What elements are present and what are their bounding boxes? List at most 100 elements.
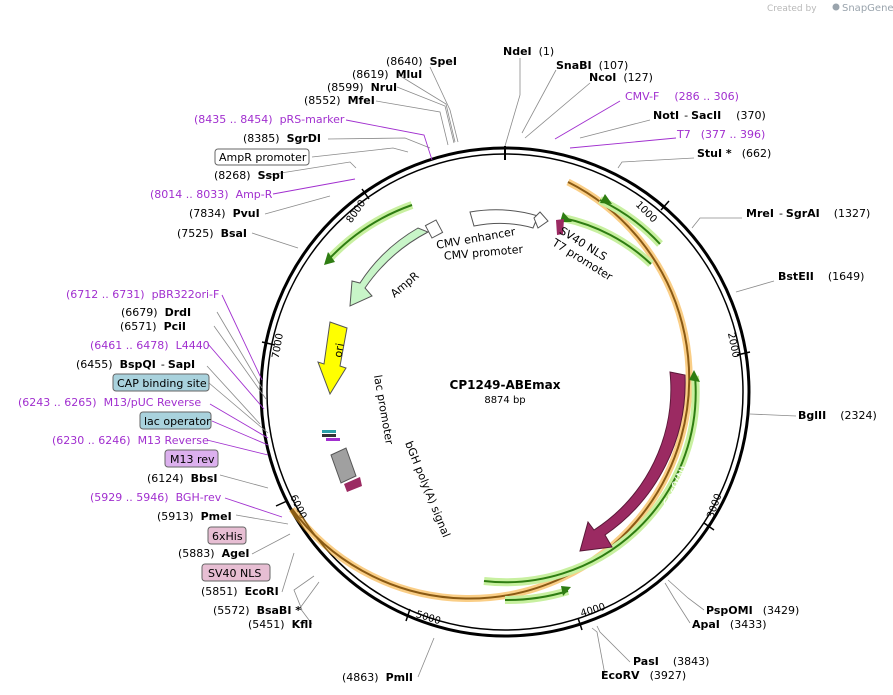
site-mlui[interactable]: (8619)MluI bbox=[352, 68, 422, 81]
svg-text:(8599)NruI: (8599)NruI bbox=[327, 81, 397, 94]
svg-text:(5913)PmeI: (5913)PmeI bbox=[157, 510, 232, 523]
site-kfli[interactable]: (5451)KflI bbox=[248, 618, 312, 631]
cmv-region bbox=[469, 209, 549, 229]
site-nrui[interactable]: (8599)NruI bbox=[327, 81, 397, 94]
label-lac-promoter: lac promoter bbox=[371, 374, 396, 446]
svg-text:(6230 .. 6246)M13 Reverse: (6230 .. 6246)M13 Reverse bbox=[52, 434, 209, 447]
site-bspqi-sapi[interactable]: (6455)BspQI-SapI bbox=[76, 358, 195, 371]
svg-text:MreI-SgrAI(1327): MreI-SgrAI(1327) bbox=[746, 207, 870, 220]
site-bsabi[interactable]: (5572)BsaBI * bbox=[213, 604, 301, 617]
site-pasi[interactable]: PasI(3843) bbox=[633, 655, 709, 668]
site-bglii[interactable]: BglII(2324) bbox=[798, 409, 877, 422]
site-pspomi[interactable]: PspOMI(3429) bbox=[706, 604, 799, 617]
svg-text:(8268)SspI: (8268)SspI bbox=[214, 169, 284, 182]
site-ecori[interactable]: (5851)EcoRI bbox=[201, 585, 279, 598]
snapgene-logo-icon bbox=[832, 3, 840, 11]
site-sgrdi[interactable]: (8385)SgrDI bbox=[243, 132, 321, 145]
box-lac-operator[interactable] bbox=[139, 411, 212, 430]
site-stui[interactable]: StuI *(662) bbox=[697, 147, 771, 160]
svg-text:(8619)MluI: (8619)MluI bbox=[352, 68, 422, 81]
orf-band bbox=[291, 181, 691, 600]
svg-text:(5451)KflI: (5451)KflI bbox=[248, 618, 312, 631]
primer-l4440[interactable]: (6461 .. 6478)L4440 bbox=[90, 339, 210, 352]
site-snabi[interactable]: SnaBI(107) bbox=[556, 59, 628, 72]
site-apai[interactable]: ApaI(3433) bbox=[692, 618, 766, 631]
primer-m13-puc-reverse[interactable]: (6243 .. 6265)M13/pUC Reverse bbox=[18, 396, 201, 409]
primer-t7[interactable]: T7(377 .. 396) bbox=[676, 128, 765, 141]
site-pmli[interactable]: (4863)PmlI bbox=[342, 671, 413, 684]
watermark-brand: SnapGene bbox=[842, 3, 893, 14]
ampr-arrow bbox=[349, 227, 430, 307]
svg-text:(6461 .. 6478)L4440: (6461 .. 6478)L4440 bbox=[90, 339, 210, 352]
primer-bgh-rev[interactable]: (5929 .. 5946)BGH-rev bbox=[90, 491, 222, 504]
label-ampr: AmpR bbox=[388, 269, 422, 300]
his-nls-small-feature bbox=[344, 477, 362, 492]
svg-text:BglII(2324): BglII(2324) bbox=[798, 409, 877, 422]
primer-amp-r[interactable]: (8014 .. 8033)Amp-R bbox=[150, 188, 273, 201]
site-ncoi[interactable]: NcoI(127) bbox=[589, 71, 653, 84]
box-m13-rev-label: M13 rev bbox=[170, 453, 215, 466]
ori-arrow bbox=[317, 321, 348, 396]
leader-lines bbox=[206, 58, 797, 678]
ring-ticks bbox=[261, 188, 751, 631]
watermark-prefix: Created by bbox=[767, 4, 817, 14]
site-mfei[interactable]: (8552)MfeI bbox=[304, 94, 375, 107]
box-ampr-promoter[interactable] bbox=[214, 148, 310, 166]
svg-text:(6455)BspQI-SapI: (6455)BspQI-SapI bbox=[76, 358, 195, 371]
svg-text:StuI *(662): StuI *(662) bbox=[697, 147, 771, 160]
svg-text:CMV-F(286 .. 306): CMV-F(286 .. 306) bbox=[625, 90, 739, 103]
box-6xhis[interactable] bbox=[207, 526, 247, 545]
site-ndei[interactable]: NdeI(1) bbox=[503, 45, 554, 58]
svg-text:(7834)PvuI: (7834)PvuI bbox=[189, 207, 260, 220]
primer-cmv-f[interactable]: CMV-F(286 .. 306) bbox=[625, 90, 739, 103]
site-agei[interactable]: (5883)AgeI bbox=[178, 547, 250, 560]
site-sspi[interactable]: (8268)SspI bbox=[214, 169, 284, 182]
svg-text:(8014 .. 8033)Amp-R: (8014 .. 8033)Amp-R bbox=[150, 188, 273, 201]
svg-text:(7525)BsaI: (7525)BsaI bbox=[177, 227, 247, 240]
site-bsai[interactable]: (7525)BsaI bbox=[177, 227, 247, 240]
box-m13-rev[interactable] bbox=[164, 449, 219, 468]
site-bbsi[interactable]: (6124)BbsI bbox=[147, 472, 217, 485]
svg-text:NcoI(127): NcoI(127) bbox=[589, 71, 653, 84]
svg-text:(8640)SpeI: (8640)SpeI bbox=[386, 55, 457, 68]
lac-region-marks bbox=[322, 430, 340, 441]
svg-text:(6124)BbsI: (6124)BbsI bbox=[147, 472, 217, 485]
site-ecorv[interactable]: EcoRV(3927) bbox=[601, 669, 686, 682]
site-drdi[interactable]: (6679)DrdI bbox=[121, 306, 191, 319]
site-pcii[interactable]: (6571)PciI bbox=[120, 320, 186, 333]
svg-text:(4863)PmlI: (4863)PmlI bbox=[342, 671, 413, 684]
plasmid-name: CP1249-ABEmax bbox=[450, 378, 561, 392]
site-bsteii[interactable]: BstEII(1649) bbox=[778, 270, 864, 283]
svg-text:(6712 .. 6731)pBR322ori-F: (6712 .. 6731)pBR322ori-F bbox=[66, 288, 219, 301]
svg-text:T7(377 .. 396): T7(377 .. 396) bbox=[676, 128, 765, 141]
svg-text:NotI-SacII(370): NotI-SacII(370) bbox=[653, 109, 766, 122]
box-lac-operator-label: lac operator bbox=[144, 415, 211, 428]
svg-text:(8435 .. 8454)pRS-marker: (8435 .. 8454)pRS-marker bbox=[194, 113, 345, 126]
svg-text:(5883)AgeI: (5883)AgeI bbox=[178, 547, 250, 560]
site-mrei-sgrai[interactable]: MreI-SgrAI(1327) bbox=[746, 207, 870, 220]
label-bgh-polya: bGH poly(A) signal bbox=[402, 439, 453, 539]
box-sv40-nls[interactable] bbox=[201, 563, 271, 582]
box-sv40-nls-label: SV40 NLS bbox=[208, 567, 261, 580]
svg-text:(8552)MfeI: (8552)MfeI bbox=[304, 94, 375, 107]
svg-text:(6243 .. 6265)M13/pUC Reverse: (6243 .. 6265)M13/pUC Reverse bbox=[18, 396, 201, 409]
primer-m13-reverse[interactable]: (6230 .. 6246)M13 Reverse bbox=[52, 434, 209, 447]
svg-text:ApaI(3433): ApaI(3433) bbox=[692, 618, 766, 631]
primer-pbr322ori-f[interactable]: (6712 .. 6731)pBR322ori-F bbox=[66, 288, 219, 301]
site-pvui[interactable]: (7834)PvuI bbox=[189, 207, 260, 220]
svg-text:EcoRV(3927): EcoRV(3927) bbox=[601, 669, 686, 682]
svg-text:(6571)PciI: (6571)PciI bbox=[120, 320, 186, 333]
svg-text:(5929 .. 5946)BGH-rev: (5929 .. 5946)BGH-rev bbox=[90, 491, 222, 504]
svg-text:SnaBI(107): SnaBI(107) bbox=[556, 59, 628, 72]
bgh-polya-block bbox=[330, 447, 357, 484]
primer-prs-marker[interactable]: (8435 .. 8454)pRS-marker bbox=[194, 113, 345, 126]
site-spei[interactable]: (8640)SpeI bbox=[386, 55, 457, 68]
svg-text:(5851)EcoRI: (5851)EcoRI bbox=[201, 585, 279, 598]
plasmid-size: 8874 bp bbox=[484, 395, 525, 406]
box-6xhis-label: 6xHis bbox=[212, 530, 243, 543]
site-pmei[interactable]: (5913)PmeI bbox=[157, 510, 232, 523]
site-noti-sacii[interactable]: NotI-SacII(370) bbox=[653, 109, 766, 122]
box-cap-binding-site[interactable] bbox=[112, 373, 210, 392]
cas9-arrow bbox=[579, 371, 686, 552]
